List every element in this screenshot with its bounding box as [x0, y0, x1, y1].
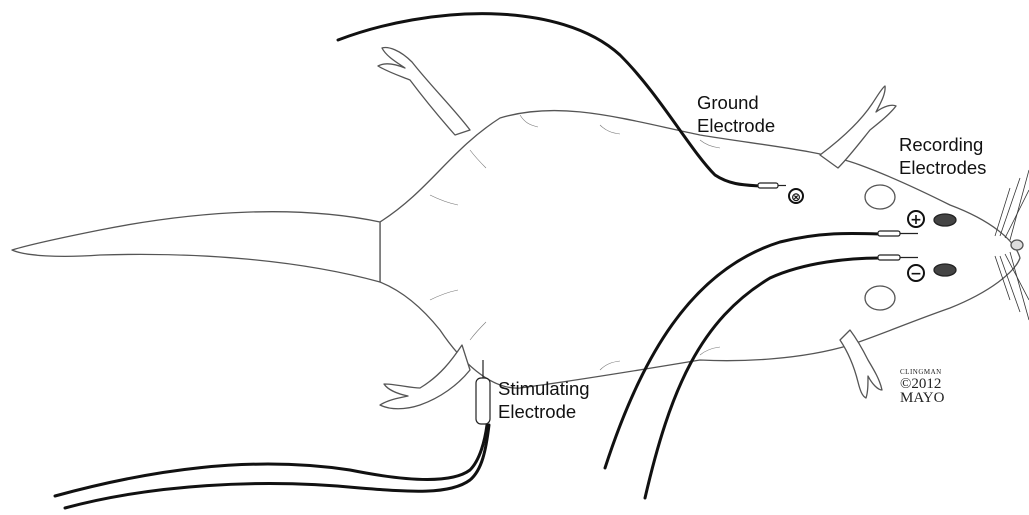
rat-ear-upper [865, 185, 895, 209]
rat-body [12, 48, 1023, 409]
ground-needle [758, 183, 778, 188]
stimulating-label-line-1: Stimulating [498, 377, 590, 400]
credit-org: MAYO [900, 391, 944, 405]
rat-tail [12, 212, 380, 282]
positive-marker: + [910, 212, 922, 228]
rat-paw-upper-left [378, 48, 470, 135]
rat-paw-upper-right [820, 86, 896, 168]
rat-ear-lower [865, 286, 895, 310]
ground-marker: ⊗ [791, 190, 801, 204]
stimulating-needle-body [476, 378, 490, 424]
recording-label-line-2: Electrodes [899, 156, 986, 179]
artist-credit: CLINGMAN ©2012 MAYO [900, 368, 944, 405]
stimulating-electrode-label: Stimulating Electrode [498, 377, 590, 423]
rat-paw-lower-left [380, 345, 470, 409]
stimulating-wire-2 [65, 425, 489, 508]
ground-label-line-2: Electrode [697, 114, 775, 137]
rat-eye-lower [934, 264, 956, 276]
recording-electrodes-label: Recording Electrodes [899, 133, 986, 179]
credit-year: ©2012 [900, 377, 944, 391]
ground-label-line-1: Ground [697, 91, 775, 114]
recording-needle-positive [878, 231, 900, 236]
rat-eye-upper [934, 214, 956, 226]
recording-label-line-1: Recording [899, 133, 986, 156]
ground-electrode-label: Ground Electrode [697, 91, 775, 137]
recording-needle-negative [878, 255, 900, 260]
negative-marker: − [910, 266, 922, 282]
rat-nose [1011, 240, 1023, 250]
stimulating-label-line-2: Electrode [498, 400, 590, 423]
stimulating-wire-1 [55, 425, 487, 496]
